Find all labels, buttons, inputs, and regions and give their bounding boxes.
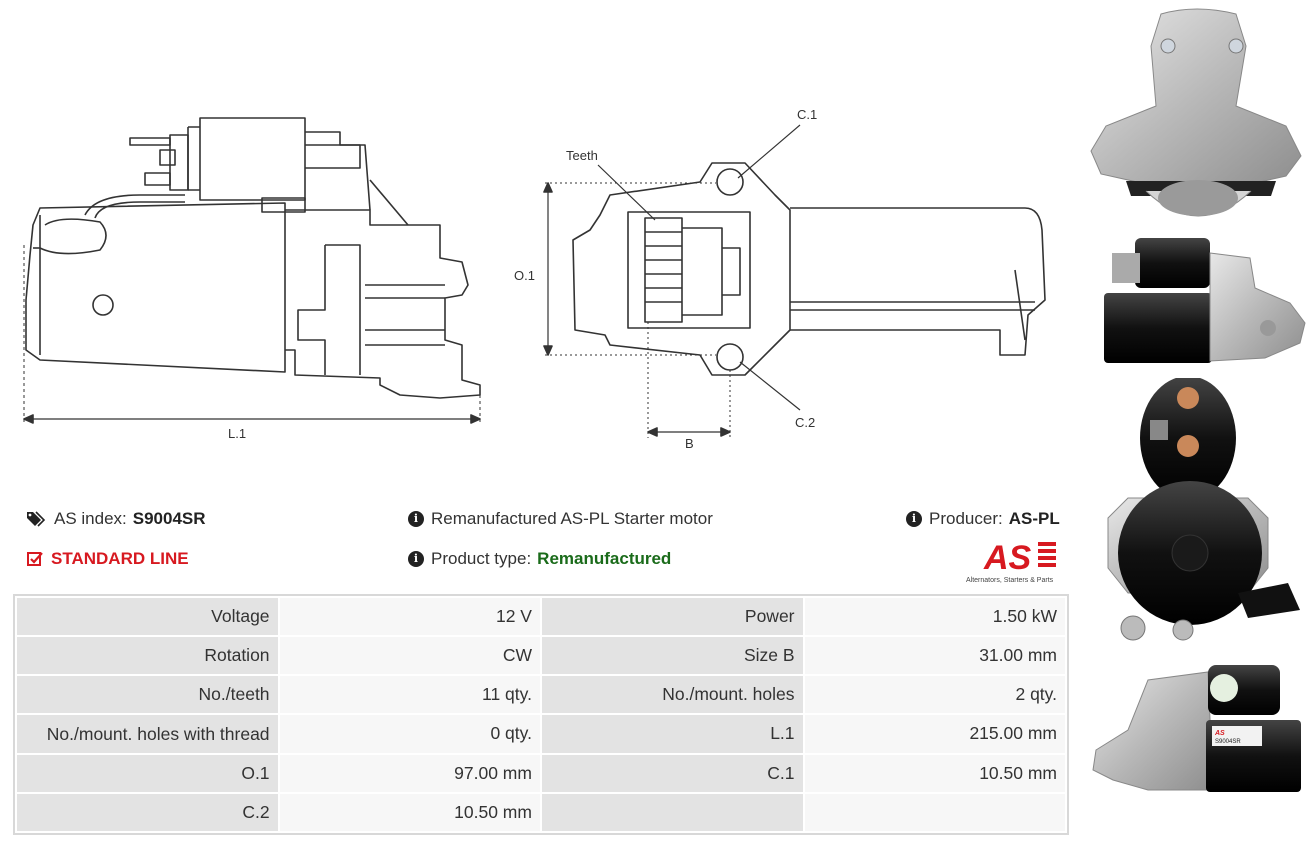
spec-key: C.1	[539, 753, 805, 794]
spec-key: L.1	[539, 713, 805, 755]
table-row: No./mount. holes with thread 0 qty. L.1 …	[15, 713, 1068, 755]
as-index-label: AS index:	[54, 509, 127, 528]
product-description: Remanufactured AS-PL Starter motor	[431, 509, 713, 528]
spec-value: 215.00 mm	[802, 713, 1068, 755]
spec-key: No./mount. holes with thread	[15, 713, 280, 755]
table-row: O.1 97.00 mm C.1 10.50 mm	[15, 753, 1068, 794]
product-photo-label-side: AS S9004SR	[1092, 665, 1301, 792]
front-view-drawing	[543, 124, 1046, 438]
spec-key: No./teeth	[15, 674, 280, 715]
spec-value: 12 V	[277, 596, 542, 637]
spec-value: 1.50 kW	[802, 596, 1068, 637]
product-photo-top	[1090, 8, 1302, 217]
description-row: i Remanufactured AS-PL Starter motor	[408, 509, 713, 529]
spec-value	[802, 792, 1068, 833]
spec-key: C.2	[15, 792, 280, 833]
spec-value: 10.50 mm	[802, 753, 1068, 794]
spec-key: No./mount. holes	[539, 674, 805, 715]
svg-text:AS: AS	[983, 539, 1032, 572]
product-type-value: Remanufactured	[537, 549, 672, 568]
spec-value: 0 qty.	[277, 713, 542, 755]
spec-value: CW	[277, 635, 542, 676]
producer-value: AS-PL	[1008, 509, 1060, 528]
spec-value: 11 qty.	[277, 674, 542, 715]
product-type-row: i Product type: Remanufactured	[408, 549, 671, 569]
table-row: No./teeth 11 qty. No./mount. holes 2 qty…	[15, 674, 1068, 715]
spec-key: Size B	[539, 635, 805, 676]
as-index-row: AS index: S9004SR	[27, 509, 206, 529]
spec-value: 10.50 mm	[277, 792, 542, 833]
spec-key	[539, 792, 805, 833]
dimension-label-l1: L.1	[228, 426, 246, 441]
side-view-drawing	[23, 117, 481, 425]
info-icon: i	[408, 511, 424, 527]
table-row: C.2 10.50 mm	[15, 792, 1068, 833]
spec-value: 31.00 mm	[802, 635, 1068, 676]
spec-key: Rotation	[15, 635, 280, 676]
product-photo-back	[1107, 378, 1300, 641]
label-b: B	[685, 436, 694, 451]
producer-label: Producer:	[929, 509, 1003, 528]
spec-value: 97.00 mm	[277, 753, 542, 794]
as-index-value: S9004SR	[132, 509, 206, 528]
label-teeth: Teeth	[566, 148, 598, 163]
info-icon: i	[906, 511, 922, 527]
tags-icon	[27, 511, 46, 527]
spec-key: O.1	[15, 753, 280, 794]
info-icon: i	[408, 551, 424, 567]
label-c1: C.1	[797, 107, 817, 122]
logo-tagline: Alternators, Starters & Parts	[966, 577, 1054, 584]
photo-label-code: S9004SR	[1215, 739, 1241, 745]
product-type-label: Product type:	[431, 549, 532, 568]
standard-line-text: STANDARD LINE	[51, 549, 189, 568]
specifications-table: Voltage 12 V Power 1.50 kW Rotation CW S…	[13, 594, 1069, 835]
label-c2: C.2	[795, 415, 815, 430]
as-logo-mark: AS	[983, 539, 1056, 577]
as-pl-logo: AS Alternators, Starters & Parts	[966, 538, 1068, 584]
photo-label-brand: AS	[1214, 730, 1225, 737]
technical-drawing: L.1 Teeth C.1 C.2 O.1 B	[23, 107, 1046, 451]
product-photo-side	[1104, 238, 1306, 363]
producer-row: i Producer: AS-PL	[906, 509, 1060, 529]
table-row: Rotation CW Size B 31.00 mm	[15, 635, 1068, 676]
spec-value: 2 qty.	[802, 674, 1068, 715]
table-row: Voltage 12 V Power 1.50 kW	[15, 596, 1068, 637]
check-square-icon	[27, 552, 43, 566]
spec-key: Voltage	[15, 596, 280, 637]
spec-key: Power	[539, 596, 805, 637]
standard-line-badge: STANDARD LINE	[27, 549, 189, 569]
label-o1: O.1	[514, 268, 535, 283]
